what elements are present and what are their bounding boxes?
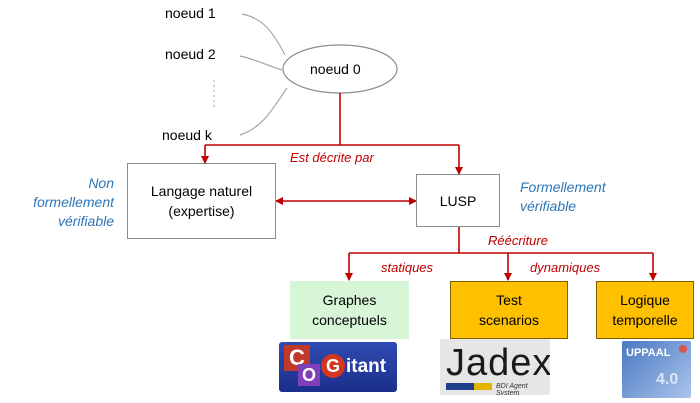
side-formel-line1: Formellement: [520, 179, 606, 195]
jadex-bar-blue: [446, 383, 474, 390]
uppaal-text: UPPAAL: [626, 347, 671, 359]
box-lusp: LUSP: [416, 174, 500, 227]
cogitant-c: C: [284, 345, 310, 371]
test-line1: Test: [496, 292, 522, 308]
box-langage-naturel: Langage naturel (expertise): [127, 163, 276, 239]
logique-line2: temporelle: [612, 312, 678, 328]
cogitant-rest: itant: [346, 356, 387, 377]
edge-label-reecriture: Réécriture: [488, 233, 548, 248]
connector-noeud1: [241, 13, 286, 56]
test-line2: scenarios: [479, 312, 539, 328]
edge-label-statiques: statiques: [381, 260, 434, 275]
uppaal-version: 4.0: [656, 371, 679, 388]
jadex-subtitle: BDI Agent System: [496, 383, 528, 395]
cogitant-o: O: [298, 364, 320, 386]
lusp-label: LUSP: [439, 192, 477, 209]
logique-line1: Logique: [620, 292, 670, 308]
edge-label-decrite: Est décrite par: [290, 150, 374, 165]
langage-line2: (expertise): [168, 203, 235, 219]
uppaal-badge-icon: [679, 345, 687, 353]
label-noeud0: noeud 0: [310, 61, 361, 77]
box-graphes-conceptuels: Graphes conceptuels: [290, 281, 409, 339]
langage-line1: Langage naturel: [150, 183, 253, 199]
uppaal-logo: UPPAAL 4.0: [622, 341, 691, 398]
jadex-bar-yellow: [474, 383, 492, 390]
side-label-non-formel: Non formellement vérifiable: [4, 174, 114, 231]
side-non-formel-line2: formellement: [33, 194, 114, 210]
graphes-line2: conceptuels: [312, 312, 387, 328]
edge-label-dynamiques: dynamiques: [530, 260, 601, 275]
box-logique-temporelle: Logique temporelle: [596, 281, 694, 339]
label-noeud1: noeud 1: [165, 5, 216, 21]
cogitant-logo: C O G itant: [279, 342, 397, 392]
side-non-formel-line1: Non: [88, 175, 114, 191]
jadex-text: Jadex: [446, 342, 550, 384]
label-noeudk: noeud k: [162, 127, 212, 143]
box-test-scenarios: Test scenarios: [450, 281, 568, 339]
label-noeud2: noeud 2: [165, 46, 216, 62]
cogitant-g: G: [321, 354, 345, 378]
side-non-formel-line3: vérifiable: [57, 213, 114, 229]
side-formel-line2: vérifiable: [520, 198, 577, 214]
connector-noeud2: [239, 55, 283, 71]
connector-noeudk: [239, 87, 288, 136]
graphes-line1: Graphes: [322, 292, 377, 308]
jadex-logo: Jadex BDI Agent System: [440, 339, 550, 395]
side-label-formel: Formellement vérifiable: [520, 178, 606, 216]
